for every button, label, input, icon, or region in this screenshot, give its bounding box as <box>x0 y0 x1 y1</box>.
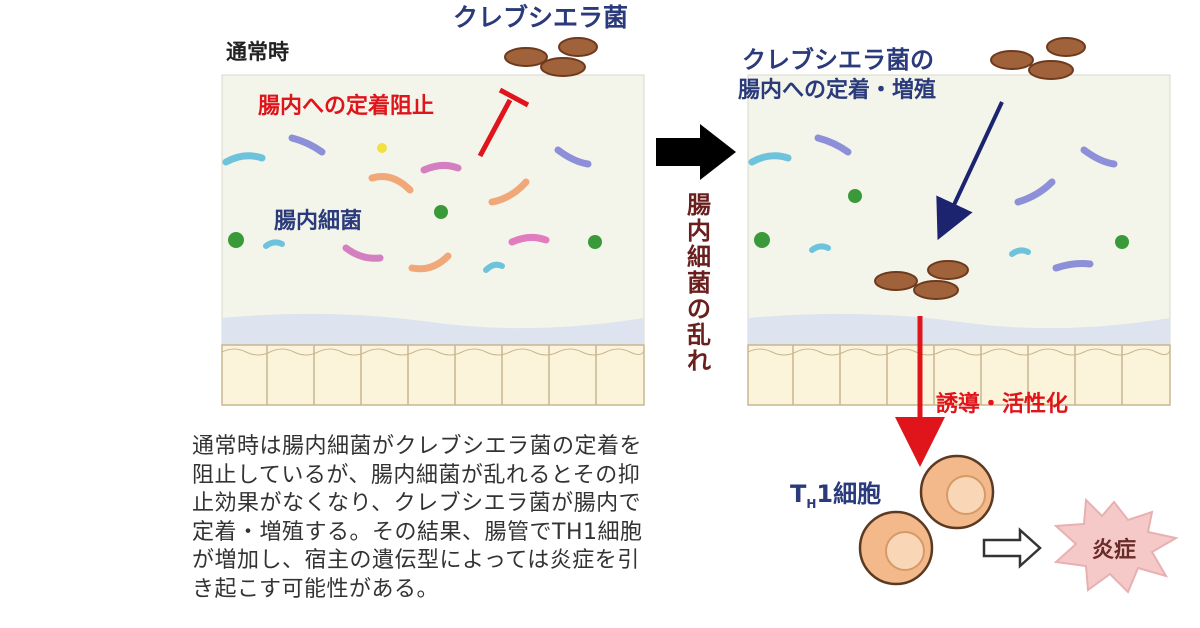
dysbiosis-char: 細 <box>687 243 711 271</box>
caption-line: 止効果がなくなり、クレブシエラ菌が腸内で <box>192 491 642 516</box>
transition-arrow <box>656 124 736 180</box>
colonization-block-label: 腸内への定着阻止 <box>258 94 435 119</box>
dysbiosis-char: 腸 <box>687 191 711 219</box>
caption-text: 通常時は腸内細菌がクレブシエラ菌の定着を 阻止しているが、腸内細菌が乱れるとその… <box>192 433 762 604</box>
dysbiosis-vertical-label: 腸 内 細 菌 の 乱 れ <box>683 192 715 374</box>
klebsiella-top-label: クレブシエラ菌 <box>453 3 629 32</box>
caption-line: 阻止しているが、腸内細菌が乱れるとその抑 <box>192 462 641 488</box>
right-lumen <box>747 74 1171 346</box>
right-mucus-layer <box>748 313 1170 345</box>
caption-line: 定着・増殖する。その結果、腸管でTH1細胞 <box>192 519 643 545</box>
right-gut-bacteria <box>748 134 1129 272</box>
left-panel <box>221 37 645 406</box>
inflammation-star <box>1053 497 1179 594</box>
klebsiella-cluster-top-right <box>990 37 1086 80</box>
dysbiosis-char: の <box>687 295 711 323</box>
left-mucus-layer <box>222 313 644 345</box>
to-inflammation-arrow <box>982 527 1042 569</box>
right-panel <box>747 37 1171 467</box>
th1-prefix: T <box>790 480 807 508</box>
caption-line: き起こす可能性がある。 <box>192 576 440 602</box>
left-epithelium <box>221 344 645 406</box>
klebsiella-cluster-top <box>504 37 598 77</box>
caption-line: が増加し、宿主の遺伝型によっては炎症を引 <box>192 548 640 573</box>
left-lumen <box>221 74 645 346</box>
dysbiosis-char: 乱 <box>687 321 711 349</box>
dysbiosis-char: れ <box>687 347 711 375</box>
klebsiella-right-label-line1: クレブシエラ菌の <box>742 46 934 74</box>
klebsiella-right-label-line2: 腸内への定着・増殖 <box>738 78 937 103</box>
dysbiosis-char: 内 <box>687 217 711 245</box>
inflammation-label: 炎症 <box>1092 538 1137 563</box>
th1-suffix: 1細胞 <box>816 480 882 508</box>
left-gut-bacteria <box>222 134 602 273</box>
induction-label: 誘導・活性化 <box>936 392 1069 417</box>
colonization-arrow <box>936 101 1004 241</box>
dysbiosis-char: 菌 <box>687 269 711 297</box>
klebsiella-cluster-lumen <box>874 260 969 300</box>
block-arrow <box>477 87 530 158</box>
normal-state-label: 通常時 <box>226 40 289 64</box>
th1-cell-label: TH1細胞 <box>790 474 881 511</box>
gut-bacteria-label: 腸内細菌 <box>274 209 363 234</box>
th1-subscript: H <box>806 496 817 511</box>
right-epithelium <box>747 344 1171 406</box>
th1-cells <box>858 454 995 586</box>
caption-line: 通常時は腸内細菌がクレブシエラ菌の定着を <box>192 434 643 459</box>
